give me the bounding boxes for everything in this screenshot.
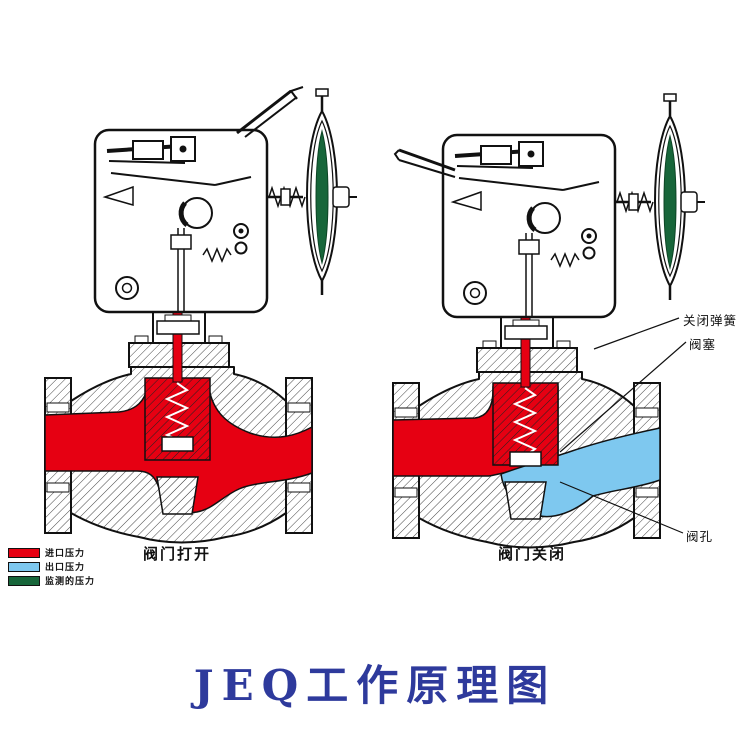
legend-item-outlet: 出口压力 — [8, 560, 95, 573]
orifice-leader-line — [559, 481, 684, 534]
caption-valve-closed: 阀门关闭 — [497, 546, 566, 563]
valve-closed-drawing — [392, 92, 707, 549]
monitored-pressure-swatch — [8, 575, 40, 586]
legend-label: 出口压力 — [45, 562, 86, 572]
page-title: JEQ工作原理图 — [193, 661, 557, 710]
valve-open-drawing — [44, 86, 359, 544]
annotation-leader-lines — [559, 317, 687, 534]
plug-leader-line — [559, 341, 687, 453]
pressure-legend: 进口压力 出口压力 监测的压力 — [8, 546, 95, 588]
outlet-pressure-swatch — [8, 561, 40, 572]
caption-valve-open: 阀门打开 — [142, 546, 211, 563]
annotation-closing-spring: 关闭弹簧 — [683, 314, 738, 328]
legend-item-monitored: 监测的压力 — [8, 574, 95, 587]
legend-label: 监测的压力 — [45, 576, 96, 586]
pilot-lever-handle — [236, 86, 304, 138]
pilot-lever-handle — [393, 148, 456, 178]
annotation-plug: 阀塞 — [689, 338, 717, 352]
legend-label: 进口压力 — [45, 548, 86, 558]
annotation-orifice: 阀孔 — [686, 530, 714, 544]
closing-spring-leader-line — [593, 317, 680, 350]
inlet-pressure-swatch — [8, 547, 40, 558]
legend-item-inlet: 进口压力 — [8, 546, 95, 559]
